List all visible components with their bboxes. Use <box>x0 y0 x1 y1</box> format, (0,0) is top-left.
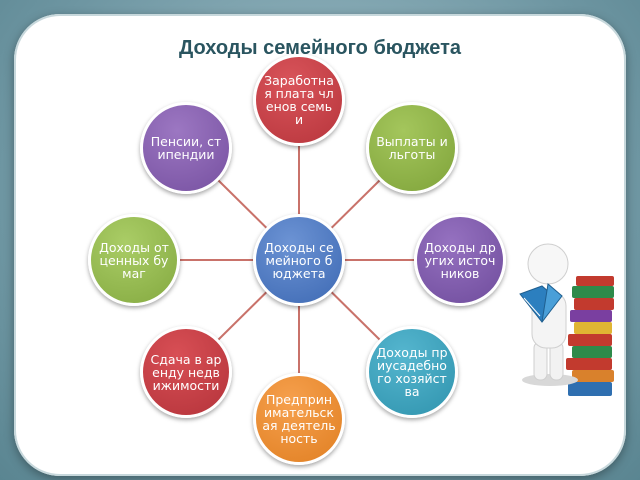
node-household: Доходы приусадебного хозяйства <box>366 326 458 418</box>
node-rent-label: Сдача в аренду недвижимости <box>150 351 222 393</box>
reading-person-with-books-icon <box>519 243 614 396</box>
node-business-label: Предпринимательская деятельность <box>262 392 336 446</box>
node-benefits: Выплаты и льготы <box>366 102 458 194</box>
node-center-label: Доходы семейного бюджета <box>264 239 334 281</box>
node-other-sources-label: Доходы других источников <box>424 239 496 281</box>
node-pensions-label: Пенсии, стипендии <box>150 134 222 162</box>
node-pensions: Пенсии, стипендии <box>140 102 232 194</box>
node-securities-label: Доходы от ценных бумаг <box>99 239 169 281</box>
node-rent: Сдача в аренду недвижимости <box>140 326 232 418</box>
node-business: Предпринимательская деятельность <box>253 373 345 465</box>
node-household-label: Доходы приусадебного хозяйства <box>376 345 448 399</box>
book-stack-icon <box>566 276 614 396</box>
node-center: Доходы семейного бюджета <box>253 214 345 306</box>
person-icon <box>519 243 578 386</box>
node-other-sources: Доходы других источников <box>414 214 506 306</box>
node-salary: Заработная плата членов семьи <box>253 54 345 146</box>
node-salary-label: Заработная плата членов семьи <box>264 73 334 127</box>
diagram-title: Доходы семейного бюджета <box>178 37 461 59</box>
node-securities: Доходы от ценных бумаг <box>88 214 180 306</box>
node-benefits-label: Выплаты и льготы <box>376 134 448 162</box>
